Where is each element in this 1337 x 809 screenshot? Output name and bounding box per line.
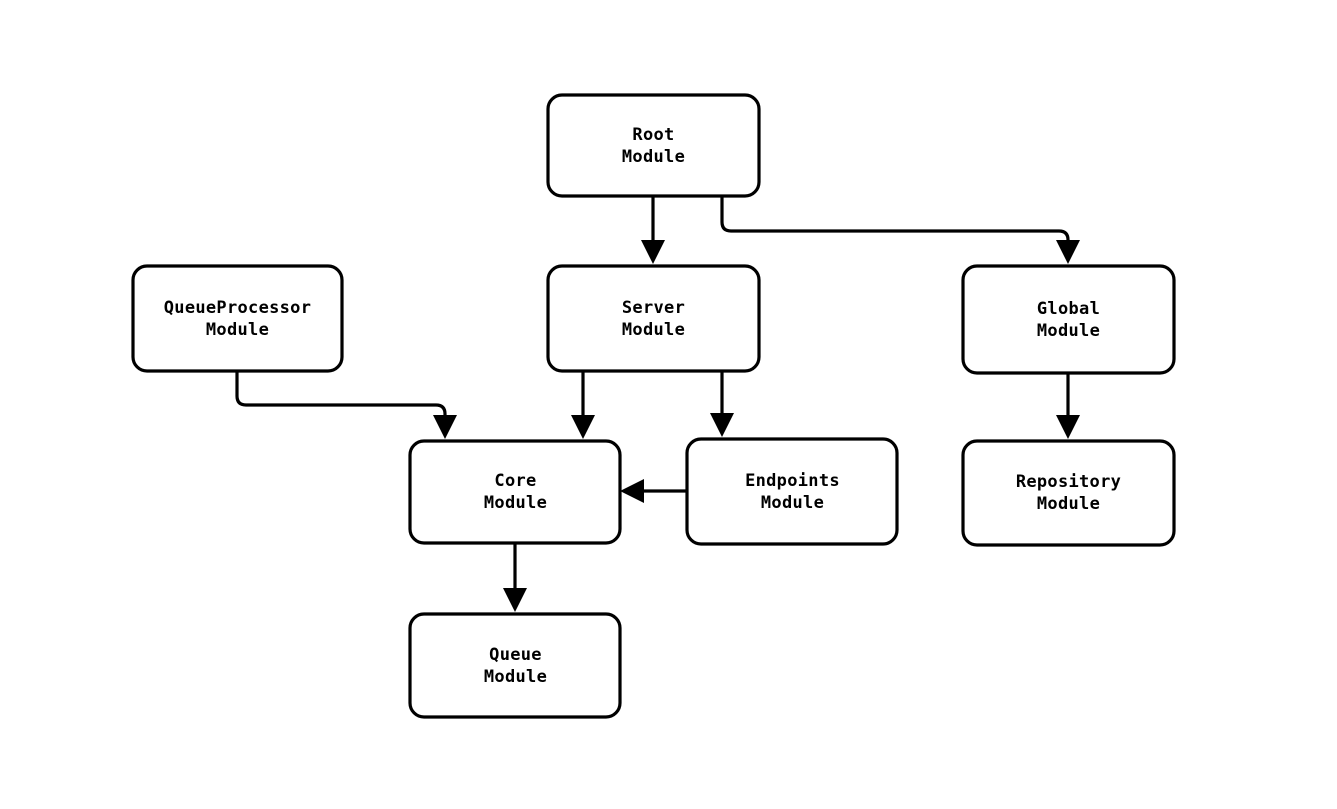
node-repository-box[interactable] [961,439,1176,547]
node-global-label-line1: Global [1037,299,1100,319]
edge-layer [235,196,1080,612]
node-core-box[interactable] [408,439,622,545]
node-queue-box[interactable] [408,612,622,719]
edge-line [235,371,447,418]
node-queue-label-line2: Module [484,667,547,687]
node-endpoints-label-line1: Endpoints [745,471,840,491]
node-endpoints-label-line2: Module [761,493,824,513]
edge-line [720,196,1070,243]
arrowhead-icon [503,588,527,612]
node-server[interactable]: Server Module [546,264,761,373]
node-server-label-line1: Server [622,298,685,318]
node-server-label-line2: Module [622,320,685,340]
node-root-box[interactable] [546,93,761,198]
edge-root-to-global [720,196,1080,264]
arrowhead-icon [710,413,734,437]
edge-endpoints-to-core [620,479,687,503]
node-layer: Root Module QueueProcessor Module Server… [131,93,1176,719]
node-queueprocessor[interactable]: QueueProcessor Module [131,264,344,373]
edge-core-to-queue [503,543,527,612]
arrowhead-icon [1056,240,1080,264]
node-core[interactable]: Core Module [408,439,622,545]
node-global-label-line2: Module [1037,321,1100,341]
node-queueprocessor-label-line2: Module [206,320,269,340]
arrowhead-icon [571,415,595,439]
node-endpoints[interactable]: Endpoints Module [685,437,899,546]
node-root-label-line2: Module [622,147,685,167]
edge-global-to-repository [1056,373,1080,439]
node-queue-label-line1: Queue [489,645,542,665]
arrowhead-icon [620,479,644,503]
edge-queueprocessor-to-core [235,371,457,439]
node-global-box[interactable] [961,264,1176,375]
node-endpoints-box[interactable] [685,437,899,546]
arrowhead-icon [641,240,665,264]
arrowhead-icon [433,415,457,439]
node-server-box[interactable] [546,264,761,373]
node-queueprocessor-label-line1: QueueProcessor [164,298,312,318]
edge-server-to-core [571,371,595,439]
node-root[interactable]: Root Module [546,93,761,198]
node-repository-label-line2: Module [1037,494,1100,514]
node-root-label-line1: Root [632,125,674,145]
node-repository[interactable]: Repository Module [961,439,1176,547]
node-queue[interactable]: Queue Module [408,612,622,719]
edge-root-to-server [641,196,665,264]
node-core-label-line2: Module [484,493,547,513]
edge-server-to-endpoints [710,371,734,437]
node-repository-label-line1: Repository [1016,472,1121,492]
node-global[interactable]: Global Module [961,264,1176,375]
node-core-label-line1: Core [494,471,536,491]
arrowhead-icon [1056,415,1080,439]
node-queueprocessor-box[interactable] [131,264,344,373]
